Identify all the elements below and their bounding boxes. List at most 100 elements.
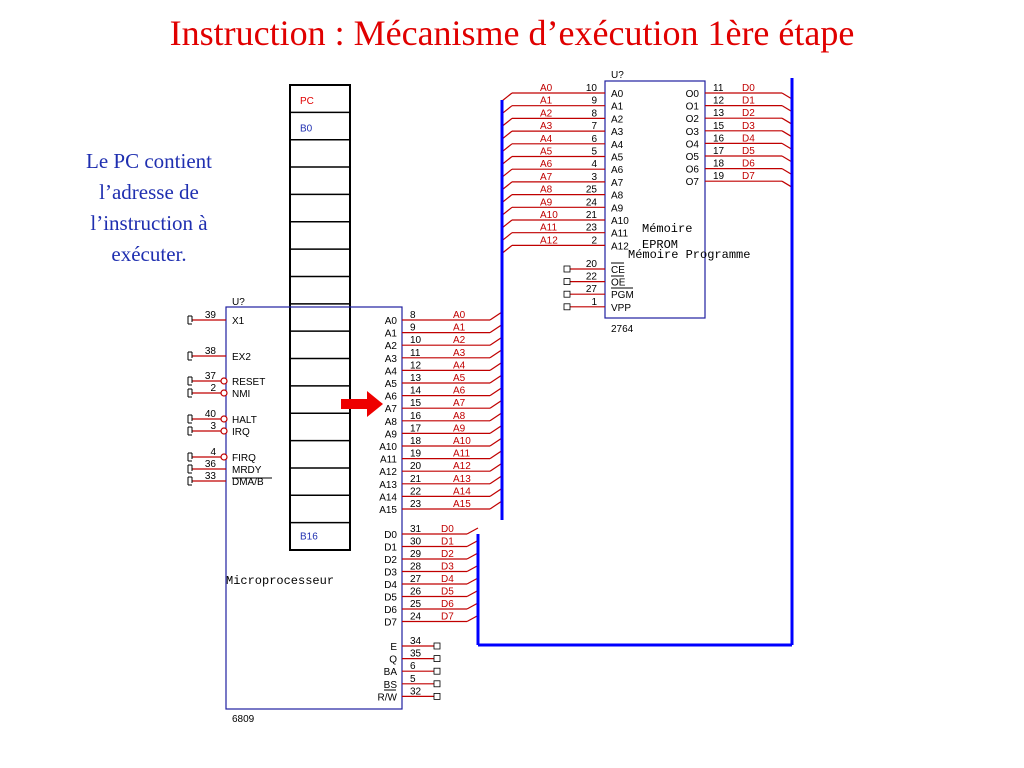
cpu-address-net-label: A1 [453,323,466,334]
eprom-address-net-label: A3 [540,121,553,132]
eprom-control-pin-number: 20 [586,259,598,270]
eprom-address-pin-name: A5 [611,153,624,164]
cpu-address-pin-name: A15 [379,505,397,516]
cpu-address-net-label: A6 [453,386,466,397]
cpu-address-net-label: A12 [453,461,471,472]
eprom-output-pin-number: 12 [713,96,725,107]
cpu-address-net-label: A13 [453,474,471,485]
cpu-address-pin-name: A9 [385,429,398,440]
cpu-address-bus-entry [489,475,503,485]
cpu-address-bus-entry [489,374,503,384]
eprom-address-pin-number: 23 [586,223,598,234]
eprom-output-bus-entry [781,130,793,138]
cpu-address-net-label: A5 [453,373,466,384]
eprom-address-bus-entry [501,105,513,115]
eprom-address-pin-number: 6 [591,134,597,145]
cpu-address-bus-entry [489,361,503,371]
eprom-address-net-label: A8 [540,185,553,196]
eprom-address-bus-entry [501,206,513,216]
eprom-output-pin-number: 17 [713,146,725,157]
cpu-active-low-bubble [220,453,228,461]
cpu-left-pin-number: 38 [205,346,217,357]
cpu-body [225,306,403,710]
eprom-address-pin-number: 7 [591,121,597,132]
eprom-output-pin-number: 18 [713,159,725,170]
cpu-control-pin-name: R/W [378,692,398,703]
cpu-data-net-label: D1 [441,537,454,548]
eprom-output-pin-name: O4 [686,139,700,150]
cpu-data-pin-number: 24 [410,612,422,623]
cpu-address-pin-number: 10 [410,335,422,346]
eprom-output-bus-entry [781,180,793,188]
eprom-output-pin-number: 19 [713,171,725,182]
eprom-address-net-label: A1 [540,96,553,107]
cpu-data-bus-entry [466,564,479,573]
eprom-address-pin-name: A8 [611,191,624,202]
cpu-data-net-label: D5 [441,587,454,598]
eprom-address-pin-name: A4 [611,140,624,151]
eprom-output-net-label: D7 [742,171,755,182]
cpu-left-pin-name: X1 [232,316,245,327]
cpu-address-pin-name: A4 [385,366,398,377]
cpu-left-pin-name: DMA/B [232,477,264,488]
cpu-data-bus-entry [466,602,479,610]
cpu-left-pin-number: 40 [205,409,217,420]
eprom-address-pin-name: A6 [611,165,624,176]
eprom-address-bus-entry [501,130,513,140]
cpu-address-pin-number: 15 [410,398,422,409]
eprom-output-net-label: D2 [742,108,755,119]
cpu-address-net-label: A10 [453,436,471,447]
cpu-address-pin-number: 11 [410,348,421,359]
cpu-label: Microprocesseur [226,574,334,588]
register-b0-label: B0 [300,123,313,134]
cpu-data-pin-number: 25 [410,599,422,610]
cpu-data-bus-entry [466,527,479,535]
cpu-active-low-bubble [220,377,228,385]
cpu-address-net-label: A7 [453,398,466,409]
cpu-control-pin-name: BA [384,667,398,678]
eprom-address-pin-name: A2 [611,114,624,125]
eprom-address-bus-entry [501,244,513,254]
eprom-output-net-label: D1 [742,96,755,107]
cpu-address-pin-number: 18 [410,436,422,447]
cpu-address-pin-name: A6 [385,392,398,403]
eprom-address-pin-name: A3 [611,127,624,138]
cpu-address-pin-name: A14 [379,492,397,503]
eprom-output-net-label: D3 [742,121,755,132]
eprom-output-pin-number: 11 [713,83,724,94]
cpu-address-pin-number: 21 [410,474,422,485]
eprom-address-net-label: A9 [540,197,553,208]
eprom-output-bus-entry [781,168,793,176]
eprom-address-bus-entry [501,219,513,229]
cpu-address-bus-entry [489,336,503,346]
eprom-address-bus-entry [501,117,513,127]
cpu-data-pin-name: D4 [384,580,397,591]
cpu-address-pin-number: 20 [410,461,422,472]
cpu-address-pin-number: 14 [410,386,422,397]
eprom-output-bus-entry [781,105,793,113]
eprom-address-net-label: A11 [540,223,557,234]
pc-explanation: Le PC contient l’adresse de l’instructio… [86,149,212,266]
cpu-control-pin-number: 35 [410,649,422,660]
eprom-output-pin-name: O5 [686,152,700,163]
cpu-left-pin-name: FIRQ [232,453,256,464]
slide-title: Instruction : Mécanisme d’exécution 1ère… [169,13,855,53]
eprom-address-bus-entry [501,143,513,153]
cpu-address-bus-entry [489,399,503,409]
cpu-address-net-label: A11 [453,449,470,460]
cpu-address-pin-name: A11 [380,455,397,466]
cpu-control-pin-number: 32 [410,686,422,697]
cpu-data-pin-name: D6 [384,605,397,616]
cpu-data-pin-number: 28 [410,562,422,573]
eprom-address-net-label: A2 [540,108,553,119]
cpu-data-pin-name: D5 [384,593,397,604]
eprom-output-pin-number: 15 [713,121,725,132]
pin-terminator [433,667,441,675]
cpu-address-net-label: A3 [453,348,466,359]
eprom-output-pin-number: 13 [713,108,725,119]
cpu-address-bus-entry [489,462,503,472]
cpu-address-pin-name: A10 [379,442,397,453]
eprom-address-net-label: A0 [540,83,553,94]
cpu-data-pin-name: D2 [384,555,397,566]
